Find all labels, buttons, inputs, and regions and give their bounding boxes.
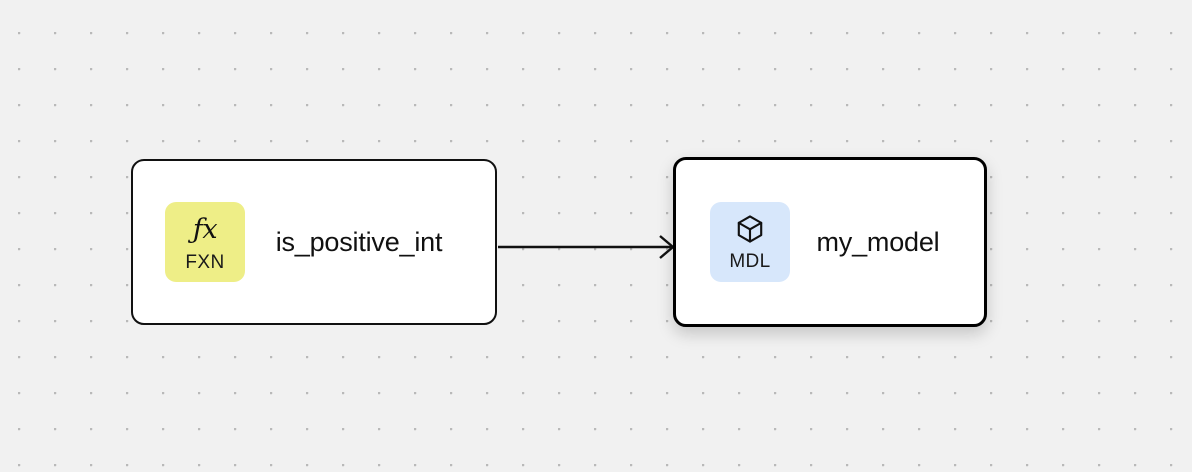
cube-box-icon (734, 212, 766, 246)
edge-fxn-to-mdl[interactable] (498, 235, 675, 259)
node-type-label: FXN (185, 251, 225, 273)
node-title: is_positive_int (275, 226, 443, 257)
function-fx-icon: ƒx (192, 214, 218, 245)
node-type-badge-mdl: MDL (710, 202, 790, 282)
node-my-model[interactable]: MDL my_model (673, 157, 987, 327)
edge-arrowhead (659, 235, 675, 259)
node-type-label: MDL (729, 250, 771, 272)
node-type-badge-fxn: ƒx FXN (165, 202, 245, 282)
node-title: my_model (816, 226, 940, 257)
node-is-positive-int[interactable]: ƒx FXN is_positive_int (131, 159, 497, 325)
